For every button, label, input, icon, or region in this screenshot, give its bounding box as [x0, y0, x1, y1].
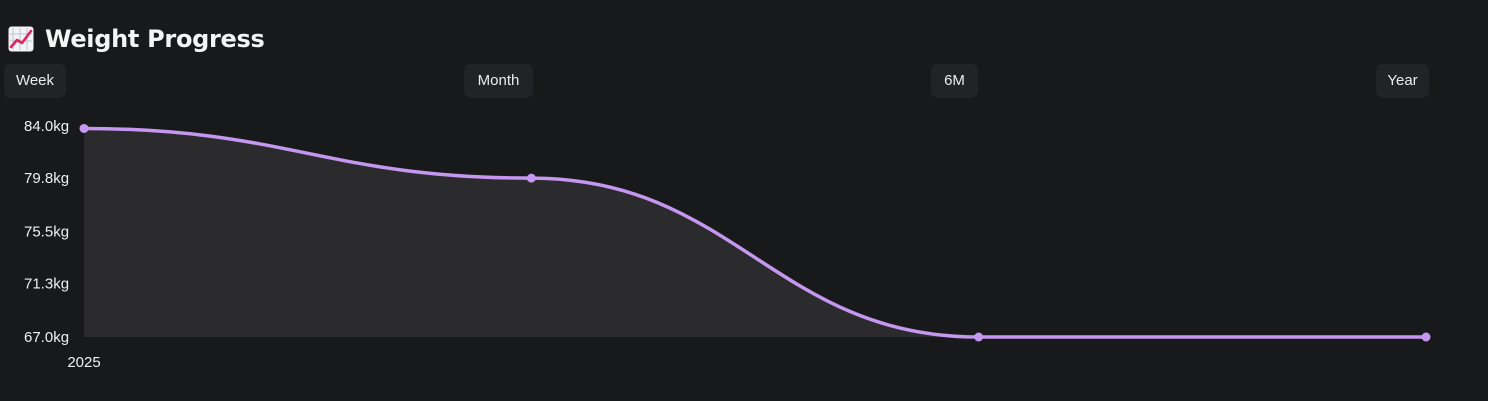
y-tick-label: 79.8kg	[24, 170, 69, 187]
data-point	[526, 173, 536, 183]
range-week-button[interactable]: Week	[4, 64, 66, 98]
range-month-button[interactable]: Month	[464, 64, 533, 98]
data-point	[79, 123, 89, 133]
chart-title: Weight Progress	[45, 25, 265, 53]
y-tick-label: 71.3kg	[24, 276, 69, 293]
y-tick-label: 75.5kg	[24, 224, 69, 241]
range-6m-button[interactable]: 6M	[931, 64, 978, 98]
range-year-button[interactable]: Year	[1376, 64, 1429, 98]
chart-increasing-icon	[8, 26, 34, 52]
x-tick-label: 2025	[67, 354, 100, 371]
chart-header: Weight Progress	[8, 22, 265, 56]
data-point	[974, 332, 984, 342]
data-point	[1421, 332, 1431, 342]
y-tick-label: 84.0kg	[24, 118, 69, 135]
series-area	[84, 128, 1426, 337]
series-line	[82, 126, 1428, 339]
y-tick-label: 67.0kg	[24, 329, 69, 346]
